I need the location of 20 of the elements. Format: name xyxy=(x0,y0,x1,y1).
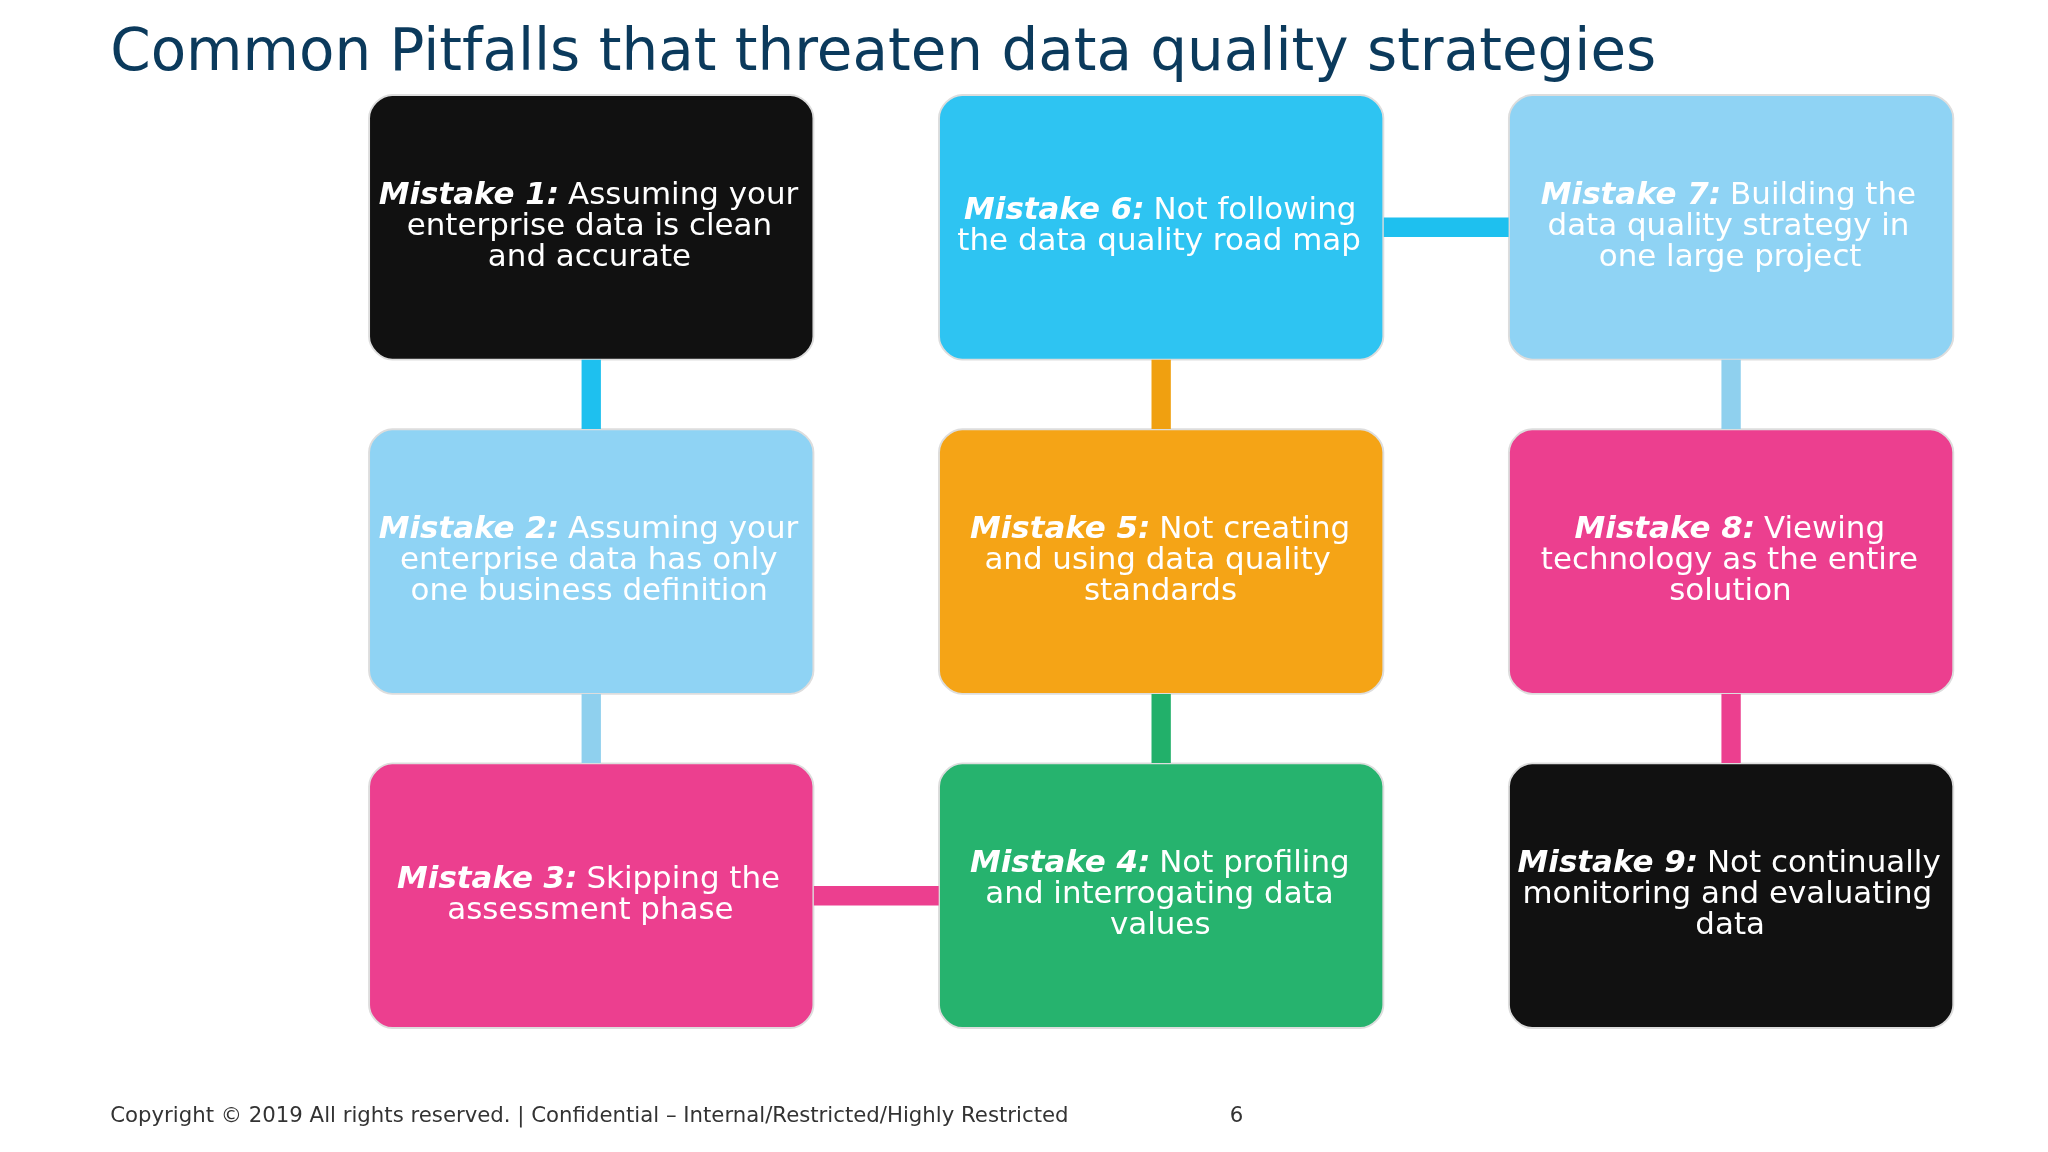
connector xyxy=(1151,359,1171,429)
node-box: Mistake 6: Not following the data quality road map xyxy=(938,93,1385,361)
node-box: Mistake 4: Not profiling and interrogating data values xyxy=(938,762,1385,1030)
node-box: Mistake 3: Skipping the assessment phase xyxy=(368,762,815,1030)
node-box: Mistake 9: Not continually monitoring and evaluating data xyxy=(1507,762,1955,1030)
connector xyxy=(1721,359,1741,429)
connector xyxy=(1721,694,1741,764)
node-box: Mistake 5: Not creating and using data quality standards xyxy=(938,428,1385,695)
connector xyxy=(581,359,601,429)
connector xyxy=(1151,694,1171,764)
node-box: Mistake 2: Assuming your enterprise data has only one business definition xyxy=(368,428,815,695)
connector xyxy=(581,694,601,764)
label: Copyright © 2019 All rights reserved. | Confidential – Internal/Restricted/Highly Restricted xyxy=(110,1102,1069,1128)
node-box: Mistake 7: Building the data quality strategy in one large project xyxy=(1507,93,1955,361)
node-box: Mistake 1: Assuming your enterprise data is clean and accurate xyxy=(368,93,815,361)
node-box: Mistake 8: Viewing technology as the entire solution xyxy=(1507,428,1955,695)
diagram-title: Common Pitfalls that threaten data quality strategies xyxy=(110,15,1657,84)
connector xyxy=(813,886,939,906)
label: 6 xyxy=(1229,1102,1244,1128)
connector xyxy=(1383,217,1509,237)
